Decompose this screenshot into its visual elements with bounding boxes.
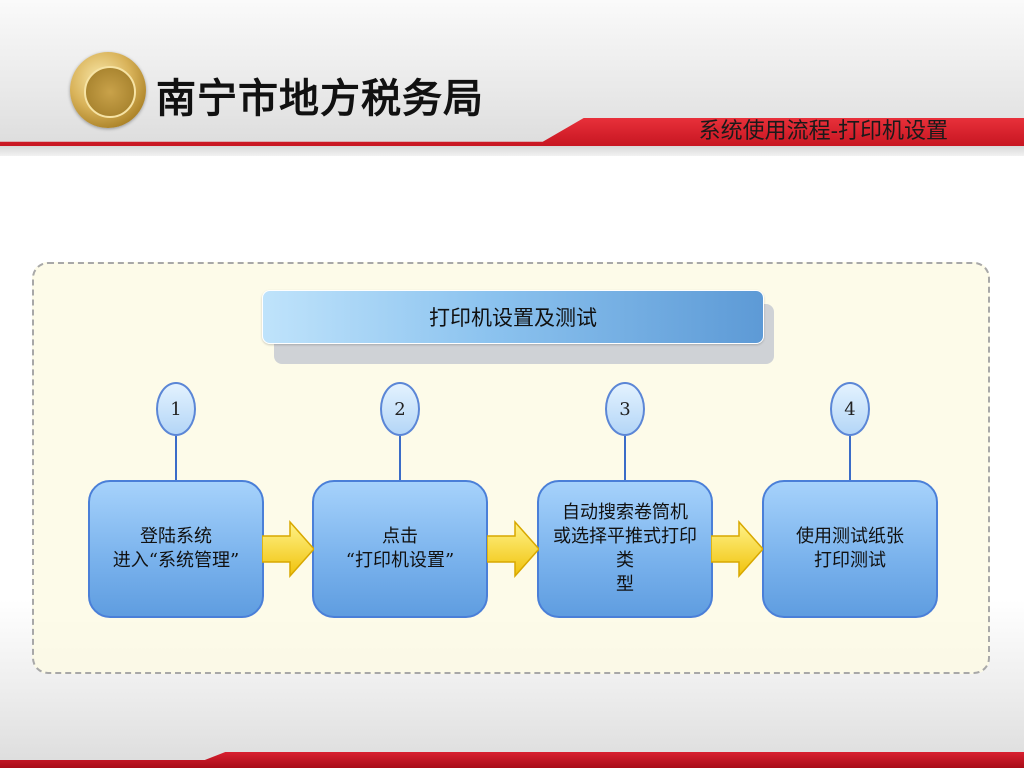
- connector-line-3: [624, 436, 626, 482]
- step-text-2: 点击 “打印机设置”: [345, 526, 455, 571]
- step-box-2: 点击 “打印机设置”: [312, 480, 488, 618]
- tax-bureau-emblem-icon: [70, 52, 146, 128]
- step-text-4: 使用测试纸张 打印测试: [796, 526, 904, 571]
- connector-line-1: [175, 436, 177, 482]
- step-number-1: 1: [156, 382, 196, 436]
- step-box-4: 使用测试纸张 打印测试: [762, 480, 938, 618]
- step-number-4: 4: [830, 382, 870, 436]
- right-arrow-icon: [711, 520, 763, 578]
- organization-name: 南宁市地方税务局: [156, 76, 484, 122]
- step-number-3: 3: [605, 382, 645, 436]
- connector-line-4: [849, 436, 851, 482]
- step-box-1: 登陆系统 进入“系统管理”: [88, 480, 264, 618]
- step-number-2: 2: [380, 382, 420, 436]
- flow-banner-label: 打印机设置及测试: [429, 306, 597, 330]
- header-shadow-stripe: [0, 146, 1024, 156]
- step-box-3: 自动搜索卷筒机 或选择平推式打印类 型: [537, 480, 713, 618]
- right-arrow-icon: [262, 520, 314, 578]
- right-arrow-icon: [487, 520, 539, 578]
- footer-red-stripe: [0, 752, 1024, 768]
- step-text-3: 自动搜索卷筒机 或选择平推式打印类 型: [553, 502, 697, 595]
- flow-banner: 打印机设置及测试: [262, 290, 764, 344]
- step-text-1: 登陆系统 进入“系统管理”: [112, 526, 240, 571]
- section-title: 系统使用流程-打印机设置: [698, 119, 948, 144]
- connector-line-2: [399, 436, 401, 482]
